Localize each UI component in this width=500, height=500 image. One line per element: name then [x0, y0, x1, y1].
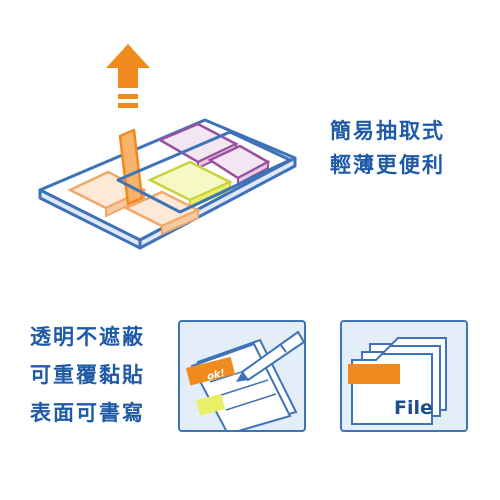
writing-illustration: ok! [186, 330, 306, 436]
flag-dispenser-illustration [38, 44, 297, 250]
caption-line: 簡易抽取式 [330, 119, 445, 143]
purple-flag-pad [157, 122, 271, 186]
dispenser-lid [116, 130, 292, 214]
file-folder-icon: File [348, 337, 447, 425]
orange-flag [118, 128, 144, 206]
file-label: File [394, 397, 433, 419]
caption-line: 輕薄更便利 [330, 153, 445, 177]
easy-pull-caption: 簡易抽取式 輕薄更便利 [330, 114, 445, 182]
up-arrow-icon [106, 44, 150, 108]
note-text: ok! [206, 368, 226, 383]
pen-icon [236, 330, 306, 382]
caption-line: 表面可書寫 [30, 401, 145, 425]
writing-panel: ok! [178, 320, 306, 436]
file-panel: File [340, 320, 468, 432]
caption-line: 透明不遮蔽 [30, 325, 145, 349]
caption-line: 可重覆黏貼 [30, 363, 145, 387]
transparent-caption: 透明不遮蔽 可重覆黏貼 表面可書寫 [30, 318, 145, 432]
